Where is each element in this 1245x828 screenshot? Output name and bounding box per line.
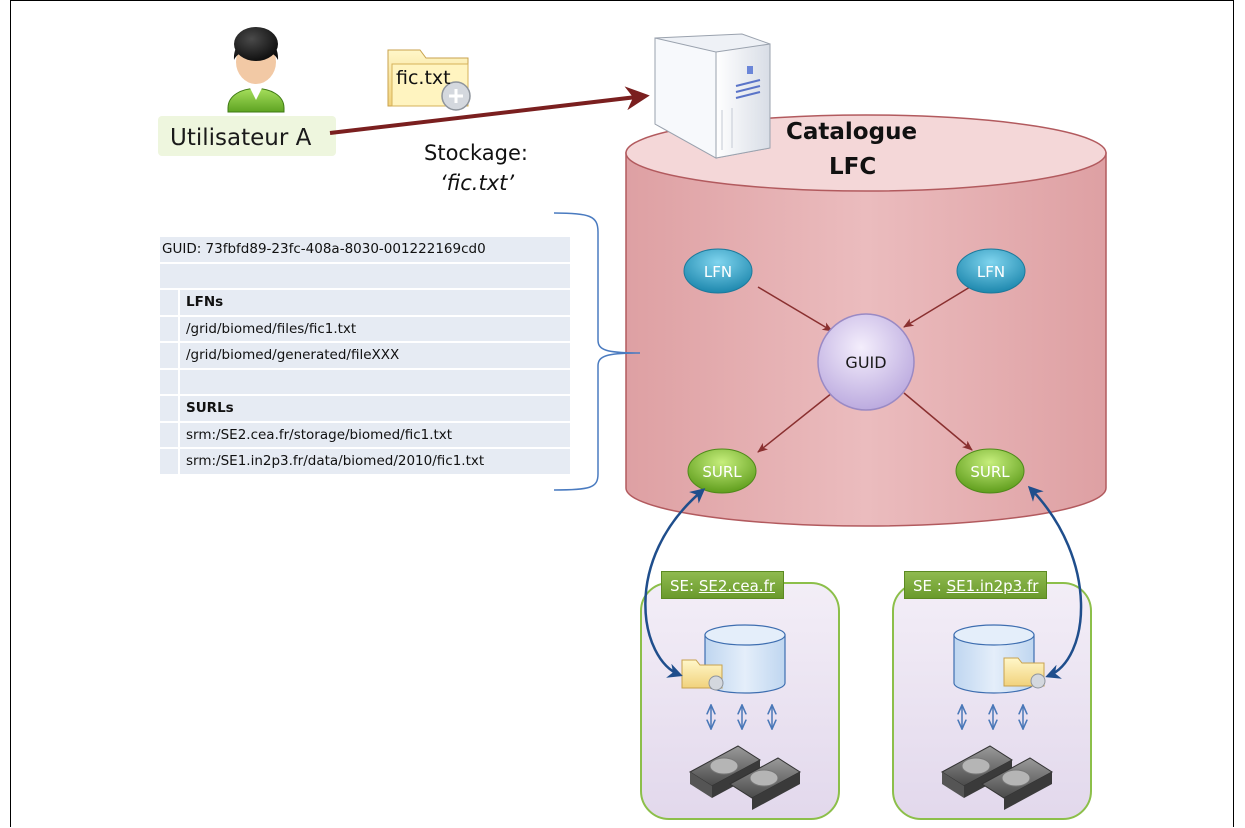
edge-guid-surl-right	[903, 392, 973, 451]
blank-cell	[160, 262, 570, 290]
table-row: srm:/SE2.cea.fr/storage/biomed/fic1.txt	[160, 421, 570, 449]
se-right-disks-icon	[941, 745, 1053, 810]
table-row: LFNs	[160, 289, 570, 317]
store-arrow	[329, 86, 650, 135]
surl-node-left	[687, 448, 757, 494]
se-left-folder-icon	[681, 659, 724, 691]
lfn-node-right	[956, 248, 1026, 294]
user-label-box	[158, 116, 336, 156]
guid-node-label: GUID	[845, 353, 886, 372]
lfn-node-right-label: LFN	[977, 263, 1005, 281]
se-left-prefix: SE:	[670, 577, 699, 595]
guid-node	[817, 313, 915, 411]
table-row: /grid/biomed/generated/fileXXX	[160, 342, 570, 370]
table-row: srm:/SE1.in2p3.fr/data/biomed/2010/fic1.…	[160, 448, 570, 476]
se-right-folder-icon	[1003, 657, 1046, 689]
link-surl-left-se	[644, 488, 706, 678]
se-right-prefix: SE :	[913, 577, 947, 595]
guid-record-table: GUID: 73fbfd89-23fc-408a-8030-001222169c…	[160, 237, 570, 476]
lfns-header: LFNs	[179, 289, 570, 317]
surl-entry: srm:/SE2.cea.fr/storage/biomed/fic1.txt	[179, 421, 570, 449]
surl-node-right-label: SURL	[970, 463, 1010, 481]
storage-line2: ‘fic.txt’	[440, 171, 514, 195]
se-right-tab: SE : SE1.in2p3.fr	[904, 571, 1048, 599]
table-row	[160, 368, 570, 396]
table-row: GUID: 73fbfd89-23fc-408a-8030-001222169c…	[160, 237, 570, 264]
se-left-disks-icon	[689, 745, 801, 810]
link-surl-right-se	[1027, 485, 1083, 679]
table-row: /grid/biomed/files/fic1.txt	[160, 315, 570, 343]
catalogue-line2: LFC	[829, 154, 876, 180]
guid-row: GUID: 73fbfd89-23fc-408a-8030-001222169c…	[160, 237, 570, 264]
file-folder-icon	[387, 49, 471, 111]
se-left-host-link[interactable]: SE2.cea.fr	[698, 577, 776, 595]
se-right-host-link[interactable]: SE1.in2p3.fr	[946, 577, 1039, 595]
user-label: Utilisateur A	[170, 125, 312, 151]
server-icon	[654, 33, 771, 159]
surls-header: SURLs	[179, 395, 570, 423]
table-row	[160, 262, 570, 290]
se-left-tab: SE: SE2.cea.fr	[661, 571, 785, 599]
storage-line1: Stockage:	[424, 141, 528, 165]
user-avatar-icon	[227, 27, 285, 113]
table-brace	[553, 212, 641, 491]
diagram-frame	[10, 0, 1234, 827]
blank-cell	[179, 368, 570, 396]
lfn-node-left	[683, 248, 753, 294]
se-left-database-icon	[704, 624, 786, 694]
catalogue-line1: Catalogue	[786, 119, 917, 145]
surl-node-left-label: SURL	[702, 463, 742, 481]
lfn-node-left-label: LFN	[704, 263, 732, 281]
edge-lfn-left-guid	[757, 286, 833, 332]
edge-lfn-right-guid	[903, 286, 971, 328]
lfn-entry: /grid/biomed/files/fic1.txt	[179, 315, 570, 343]
edge-guid-surl-left	[757, 392, 833, 453]
lfn-entry: /grid/biomed/generated/fileXXX	[179, 342, 570, 370]
surl-entry: srm:/SE1.in2p3.fr/data/biomed/2010/fic1.…	[179, 448, 570, 476]
table-row: SURLs	[160, 395, 570, 423]
file-label: fic.txt	[396, 67, 451, 89]
surl-node-right	[955, 448, 1025, 494]
